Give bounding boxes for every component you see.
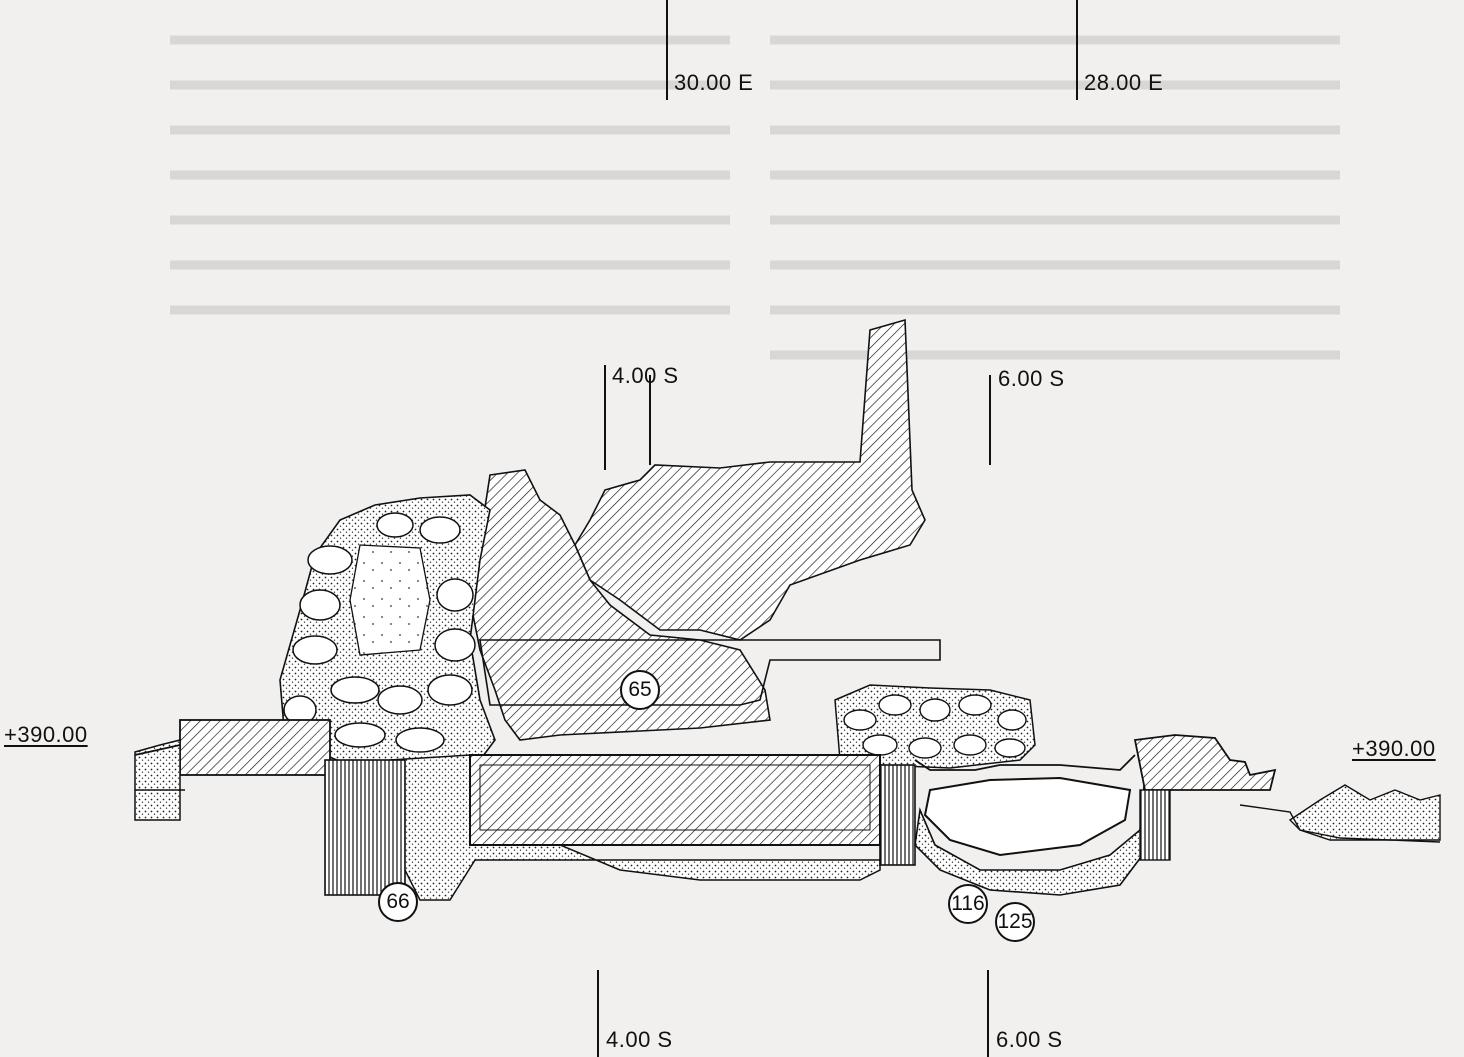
slab-center-inner bbox=[479, 764, 871, 831]
terrain-right-line bbox=[1239, 804, 1441, 843]
dotted-fill-core bbox=[349, 544, 431, 656]
tomb-number-65: 65 bbox=[620, 670, 660, 710]
terrain-left bbox=[134, 739, 181, 821]
trench-profile bbox=[134, 744, 1136, 771]
axis-label-6s-mid: 6.00 S bbox=[998, 366, 1065, 391]
masonry-right-stones bbox=[843, 694, 1027, 759]
hatched-slab-center bbox=[469, 754, 881, 846]
tomb-number-125: 125 bbox=[995, 902, 1035, 942]
tomb-number-116: 116 bbox=[948, 884, 988, 924]
tomb-pillar-fill bbox=[879, 764, 916, 866]
grid-lines bbox=[597, 0, 1078, 1057]
masonry-stones bbox=[283, 512, 476, 753]
level-label-right: +390.00 bbox=[1352, 736, 1436, 761]
slab-upper bbox=[479, 639, 941, 706]
sarcophagus-116 bbox=[923, 776, 1132, 857]
hatched-rock-upper bbox=[574, 318, 926, 641]
right-pillar bbox=[1139, 789, 1171, 861]
tomb-66-fill bbox=[324, 759, 406, 896]
axis-label-6s-bottom: 6.00 S bbox=[996, 1027, 1063, 1052]
level-label-left: +390.00 bbox=[4, 722, 88, 747]
tomb-number-66: 66 bbox=[378, 882, 418, 922]
hatched-slab-left bbox=[179, 719, 331, 776]
axis-label-4s-bottom: 4.00 S bbox=[606, 1027, 673, 1052]
background-text-ghost bbox=[170, 35, 1340, 360]
axis-label-28e: 28.00 E bbox=[1084, 70, 1164, 95]
hatched-ledge-right bbox=[1133, 734, 1277, 791]
axis-label-30e: 30.00 E bbox=[674, 70, 754, 95]
terrain-right bbox=[1288, 784, 1441, 841]
axis-label-4s-mid: 4.00 S bbox=[612, 363, 679, 388]
hatched-rock-pillar bbox=[469, 469, 771, 741]
